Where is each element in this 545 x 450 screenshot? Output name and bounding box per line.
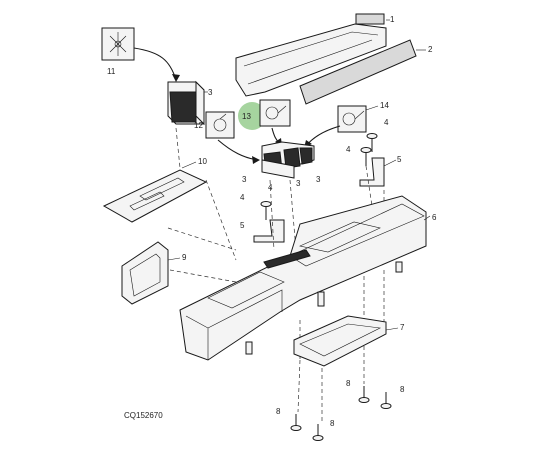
drawing-code: CQ152670: [124, 411, 163, 420]
callout-3-right: 3: [316, 175, 321, 184]
part-6-console: [179, 195, 427, 361]
callout-3-upper: 3: [208, 88, 213, 97]
part-14-decal: [337, 105, 367, 133]
part-5-bracket-left: [253, 219, 285, 243]
part-8-screw-c: [290, 414, 302, 431]
part-8-screw-d: [312, 424, 324, 441]
callout-10: 10: [198, 157, 207, 166]
callout-6: 6: [432, 213, 437, 222]
arrowhead-11: [172, 74, 180, 82]
part-8-screw-a: [358, 386, 370, 403]
callout-4-mid-right: 4: [346, 145, 351, 154]
part-8-screw-b: [380, 392, 392, 409]
callout-4-left: 4: [240, 193, 245, 202]
part-11-symbol-decal: [101, 27, 135, 61]
part-4-screw-mid-right: [360, 147, 372, 166]
arrow-11-to-3: [133, 47, 177, 81]
callout-13-highlight: [238, 102, 266, 130]
callout-8-a: 8: [346, 379, 351, 388]
callout-12: 12: [194, 121, 203, 130]
callout-13: 13: [242, 112, 251, 121]
callout-3-left: 3: [242, 175, 247, 184]
callout-9: 9: [182, 253, 187, 262]
arrow-14-to-switch: [305, 125, 341, 147]
part-4-screw-left: [260, 201, 272, 220]
callout-1: 1: [390, 15, 395, 24]
callout-8-d: 8: [330, 419, 335, 428]
part-12-decal: [205, 111, 235, 139]
callout-5-right: 5: [397, 155, 402, 164]
callout-5-left: 5: [240, 221, 245, 230]
callout-14: 14: [380, 101, 389, 110]
arrow-12-to-switch: [217, 139, 259, 161]
part-4-screw-upper-right: [366, 133, 378, 152]
part-3-switch-upper: [167, 80, 205, 126]
callout-2: 2: [428, 45, 433, 54]
part-5-bracket-right: [359, 157, 385, 187]
assembly-guide-lines: [167, 127, 385, 424]
part-10-gear-plate: [102, 169, 208, 223]
callout-4-upper-right: 4: [384, 118, 389, 127]
part-9-plate: [121, 241, 169, 305]
part-2-panel-strip: [299, 39, 417, 105]
callout-11: 11: [107, 67, 116, 76]
callout-7: 7: [400, 323, 405, 332]
part-13-decal: [259, 99, 291, 127]
callout-8-c: 8: [276, 407, 281, 416]
callout-8-b: 8: [400, 385, 405, 394]
part-1-overhead-panel: [235, 13, 387, 97]
part-3-switch-group: [261, 141, 315, 179]
callout-3-mid: 3: [296, 179, 301, 188]
part-7-tray: [293, 315, 387, 367]
arrowhead-12: [252, 156, 260, 164]
